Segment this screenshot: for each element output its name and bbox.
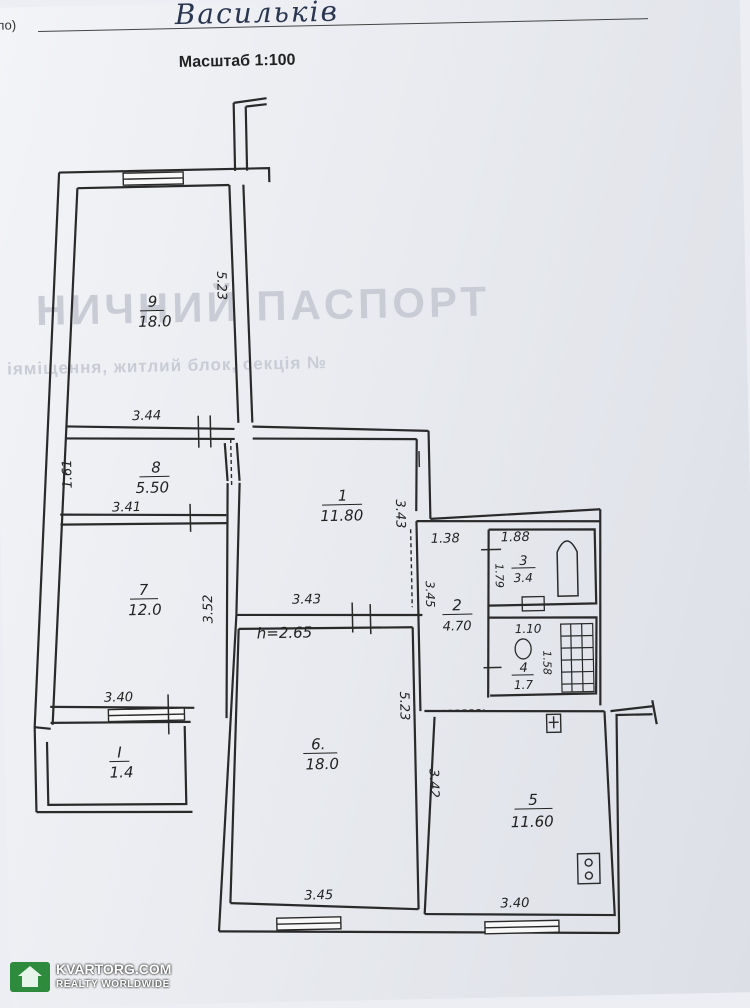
kvartorg-watermark: KVARTORG.COM REALTY WORLDWIDE	[10, 960, 171, 994]
dim-room6-width: 3.45	[304, 888, 333, 904]
dim-room6-height: 5.23	[396, 691, 412, 720]
windows	[97, 164, 559, 941]
dim-room9-width: 3.44	[132, 408, 161, 424]
house-logo-icon	[10, 962, 50, 992]
vent-shaft	[234, 98, 269, 171]
room-3-area: 3.4	[514, 571, 533, 585]
room-1-number: 1	[338, 487, 348, 505]
dim-room4-height: 1.58	[540, 650, 554, 675]
room-4-number: 4	[519, 661, 528, 676]
dim-room3-height: 1.79	[492, 563, 506, 588]
dim-room1-height: 3.43	[392, 499, 408, 528]
room-1-area: 11.80	[320, 506, 363, 525]
room-4-area: 1.7	[514, 678, 534, 692]
ceiling-height: h=2.65	[257, 623, 313, 642]
dimension-labels: 5.23 3.44 1.61 3.41 3.52 3.40 3.43 3.43 …	[56, 264, 558, 920]
balcony-number: I	[117, 743, 122, 761]
room-6-number: 6.	[311, 735, 326, 753]
room-8-area: 5.50	[136, 478, 170, 497]
room-8-number: 8	[151, 458, 161, 476]
dim-corridor-width: 1.38	[431, 531, 460, 547]
dim-room5-width: 3.40	[500, 896, 529, 912]
dim-room7-width: 3.40	[104, 690, 133, 706]
dim-room8-height: 1.61	[60, 459, 76, 488]
room-6-area: 18.0	[305, 755, 339, 774]
watermark-brand: KVARTORG.COM	[56, 962, 171, 977]
watermark-tagline: REALTY WORLDWIDE	[56, 977, 171, 992]
dim-room3-width: 1.88	[501, 530, 530, 546]
dim-room7-height: 3.52	[201, 594, 217, 623]
dim-room9-height: 5.23	[213, 271, 229, 300]
dashed-openings	[231, 434, 485, 715]
room-2-number: 2	[452, 596, 462, 614]
dim-corridor-height: 3.45	[423, 581, 438, 608]
room-9-area: 18.0	[138, 312, 172, 331]
door-marks	[162, 409, 505, 734]
dim-room5-height: 3.42	[426, 769, 442, 798]
room-3-number: 3	[519, 554, 528, 569]
dim-room1-width: 3.43	[292, 592, 321, 608]
ventilation-grid-icon	[561, 623, 594, 692]
bathtub-icon	[557, 541, 578, 596]
balcony-area: 1.4	[109, 763, 133, 781]
room-9-number: 9	[148, 293, 158, 311]
room-5-number: 5	[528, 791, 538, 809]
dim-room4-width: 1.10	[515, 622, 542, 637]
room-7-area: 12.0	[128, 600, 162, 619]
toilet-icon	[515, 639, 531, 659]
stove-icon	[577, 853, 600, 883]
room-7-number: 7	[139, 581, 149, 599]
dim-room8-width: 3.41	[112, 500, 141, 516]
room-labels: 9 18.0 8 5.50 7 12.0 I 1.4 1 11.80 6. 18…	[100, 284, 554, 839]
kitchen-sink-icon	[547, 714, 561, 732]
room-2-area: 4.70	[443, 619, 472, 635]
room-5-area: 11.60	[511, 812, 554, 831]
